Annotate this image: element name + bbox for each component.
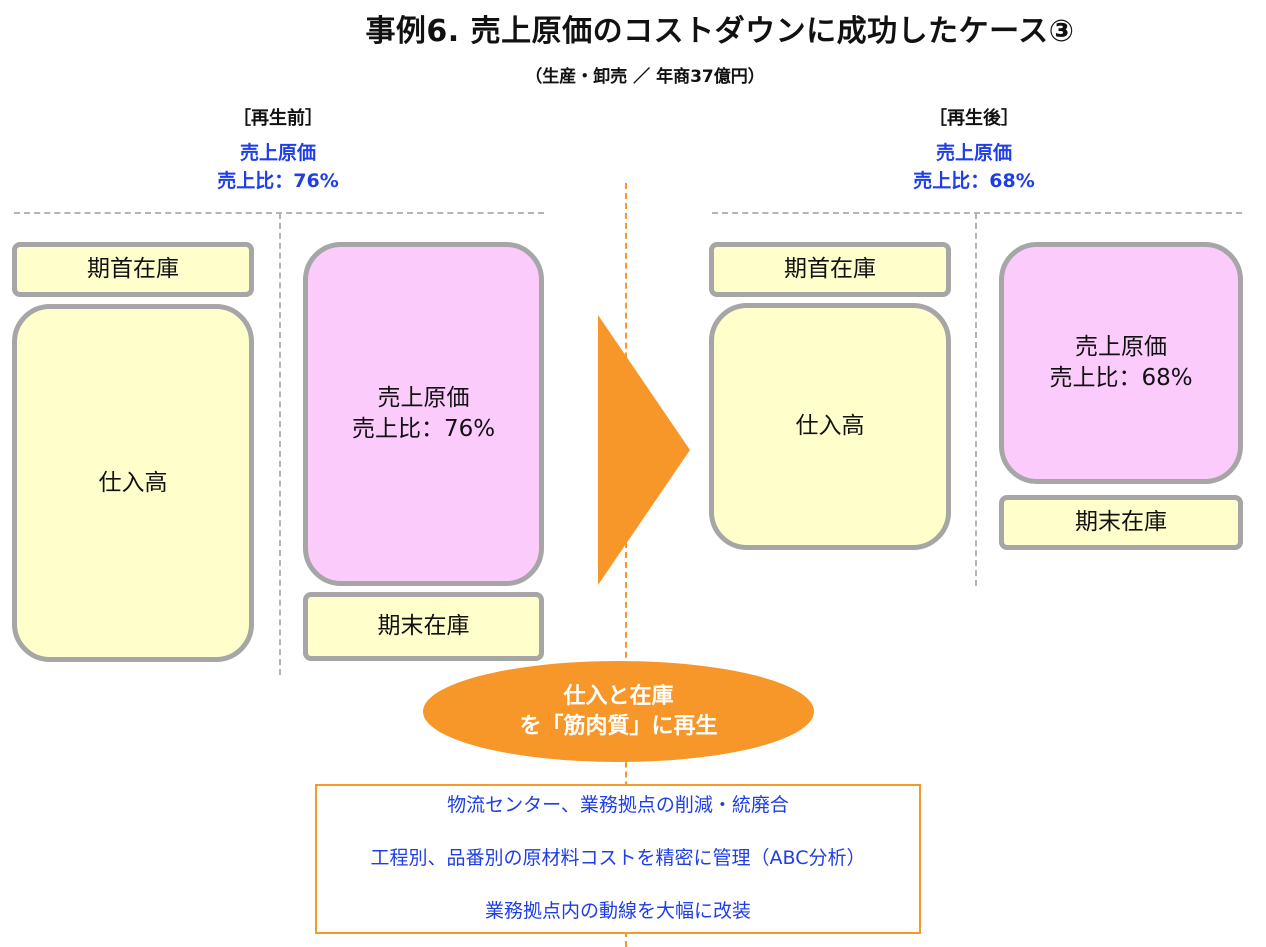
before-cogs-ratio: 売上比：76%: [351, 416, 496, 442]
before-divider-vertical: [279, 213, 281, 675]
after-purchases-label: 仕入高: [795, 413, 865, 439]
before-cogs-box: 売上原価 売上比：76%: [303, 242, 544, 586]
after-opening-inventory-box: 期首在庫: [709, 242, 951, 297]
after-closing-inventory-label: 期末在庫: [1075, 509, 1167, 535]
after-cost-label: 売上原価: [935, 142, 1012, 164]
transition-arrow: [598, 315, 690, 585]
before-cost-label: 売上原価: [239, 142, 316, 164]
before-purchases-box: 仕入高: [12, 304, 254, 662]
after-ratio-label: 売上比：68%: [913, 170, 1035, 192]
before-opening-inventory-label: 期首在庫: [87, 256, 179, 282]
after-opening-inventory-label: 期首在庫: [784, 256, 876, 282]
before-closing-inventory-label: 期末在庫: [377, 613, 470, 639]
page-title: 事例6. 売上原価のコストダウンに成功したケース③: [365, 14, 1075, 49]
before-ratio-label: 売上比：76%: [217, 170, 339, 192]
callout-line-2: を「筋肉質」に再生: [519, 713, 718, 739]
after-purchases-box: 仕入高: [709, 303, 951, 550]
before-cogs-label: 売上原価: [377, 385, 470, 411]
before-opening-inventory-box: 期首在庫: [12, 242, 254, 297]
callout-ellipse: 仕入と在庫 を「筋肉質」に再生: [423, 661, 814, 762]
measure-item: 物流センター、業務拠点の削減・統廃合: [447, 794, 789, 816]
measure-item: 業務拠点内の動線を大幅に改装: [484, 900, 751, 922]
before-heading: ［再生前］: [233, 108, 323, 129]
callout-line-1: 仕入と在庫: [563, 683, 674, 709]
after-divider-horizontal: [712, 212, 1242, 214]
after-divider-vertical: [975, 213, 977, 586]
after-closing-inventory-box: 期末在庫: [999, 495, 1243, 550]
after-cogs-ratio: 売上比：68%: [1049, 365, 1193, 391]
after-cogs-box: 売上原価 売上比：68%: [999, 242, 1243, 484]
page-subtitle: （生産・卸売 ／ 年商37億円）: [525, 67, 765, 87]
after-cogs-label: 売上原価: [1075, 334, 1167, 360]
before-purchases-label: 仕入高: [98, 469, 168, 496]
measures-box: 物流センター、業務拠点の削減・統廃合 工程別、品番別の原材料コストを精密に管理（…: [315, 784, 921, 934]
before-closing-inventory-box: 期末在庫: [303, 592, 544, 661]
measure-item: 工程別、品番別の原材料コストを精密に管理（ABC分析）: [370, 847, 866, 869]
center-divider: [625, 183, 627, 947]
after-heading: ［再生後］: [929, 108, 1019, 129]
